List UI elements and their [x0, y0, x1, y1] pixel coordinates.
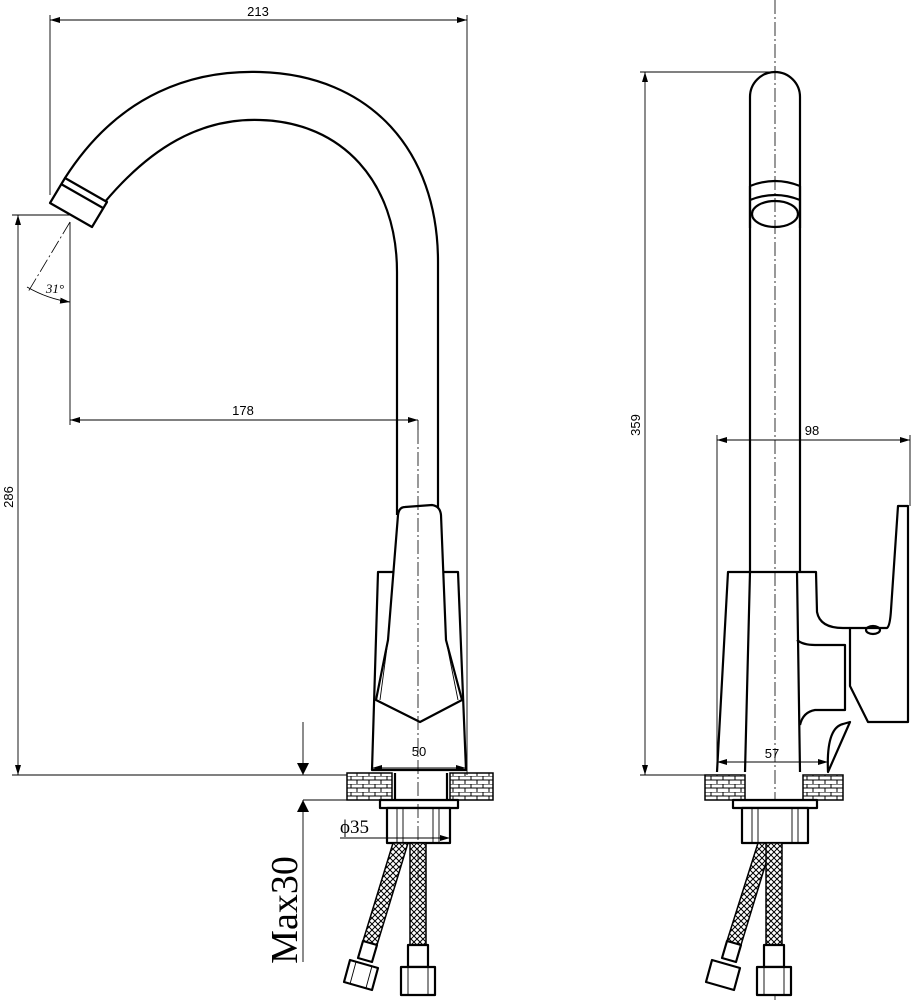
- aerator-band: [748, 179, 802, 228]
- spout-inner: [103, 118, 399, 515]
- side-lever: [848, 504, 910, 724]
- dimension-max30: Max30: [264, 856, 306, 964]
- dimension-359: 359: [628, 414, 643, 436]
- side-view: 359 98 57: [628, 0, 911, 1000]
- front-view: 213 178 286 31° 50 ϕ35 Max30: [1, 4, 494, 997]
- dimension-98: 98: [805, 423, 819, 438]
- washer: [378, 798, 460, 810]
- side-countertop-left: [704, 774, 746, 801]
- side-body: [715, 570, 852, 774]
- nozzle: [48, 176, 109, 229]
- side-nut: [740, 806, 810, 845]
- dimension-50: 50: [412, 744, 426, 759]
- side-countertop-right: [802, 774, 844, 801]
- set-screw: [864, 624, 882, 636]
- dimension-angle: 31°: [45, 281, 64, 296]
- dimension-57: 57: [765, 746, 779, 761]
- dimension-phi35: ϕ35: [340, 817, 369, 838]
- dimension-286: 286: [1, 486, 16, 508]
- side-hose-right: [765, 842, 783, 946]
- dimension-213: 213: [247, 4, 269, 19]
- countertop-right: [449, 772, 494, 801]
- hose-left: [362, 842, 410, 946]
- lever: [374, 503, 464, 724]
- spout-outer: [64, 70, 440, 508]
- dimension-178: 178: [232, 403, 254, 418]
- countertop-left: [346, 772, 393, 801]
